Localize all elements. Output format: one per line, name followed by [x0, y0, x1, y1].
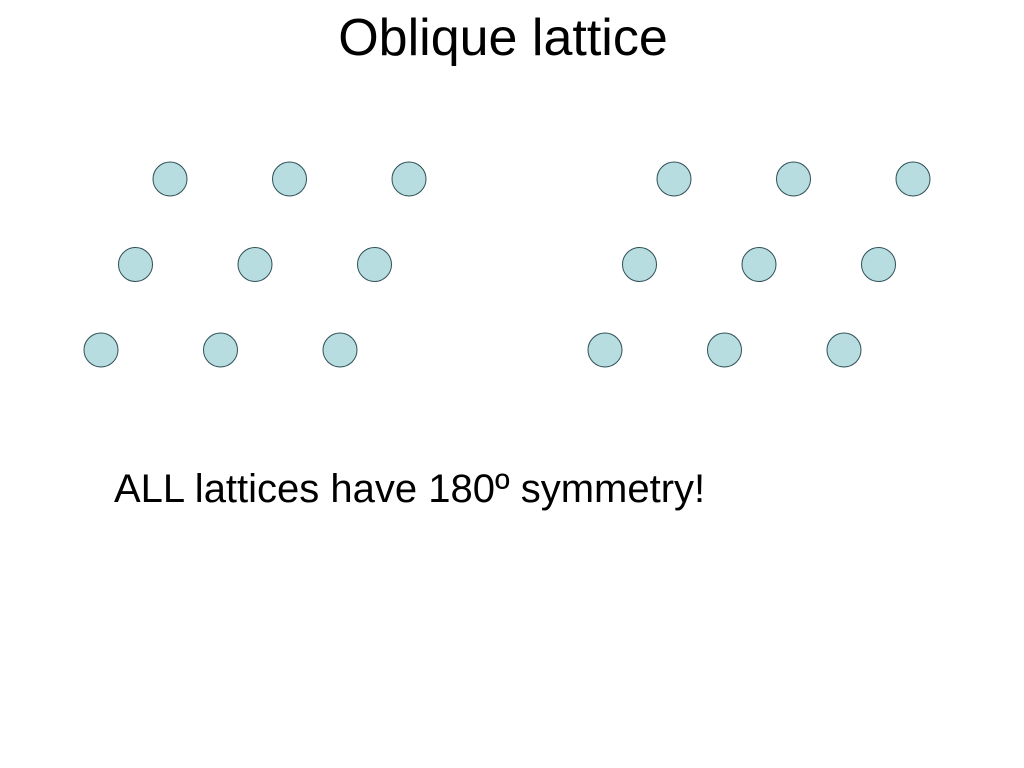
lattice-point-left-r3-c1 [83, 332, 119, 368]
lattice-point-left-r2-c3 [357, 247, 392, 282]
lattice-point-right-r2-c3 [861, 247, 896, 282]
lattice-point-right-r3-c3 [826, 332, 862, 368]
lattice-panel-right [587, 161, 931, 368]
lattice-point-left-r1-c2 [272, 161, 307, 197]
lattice-point-right-r2-c2 [741, 247, 777, 282]
lattice-point-left-r1-c3 [391, 161, 427, 197]
slide-title: Oblique lattice [338, 9, 668, 67]
lattice-point-right-r1-c2 [776, 161, 811, 197]
lattice-panel-left [83, 161, 427, 368]
lattice-point-left-r3-c3 [322, 332, 358, 368]
lattice-point-right-r3-c2 [707, 332, 742, 368]
lattice-point-left-r2-c1 [118, 247, 153, 282]
lattice-point-left-r1-c1 [152, 161, 188, 197]
lattice-point-right-r3-c1 [587, 332, 623, 368]
lattice-point-right-r1-c1 [656, 161, 692, 197]
symmetry-note: ALL lattices have 180º symmetry! [114, 467, 706, 511]
lattice-point-left-r2-c2 [237, 247, 273, 282]
lattice-point-left-r3-c2 [203, 332, 238, 368]
lattice-point-right-r2-c1 [622, 247, 657, 282]
lattice-point-right-r1-c3 [895, 161, 931, 197]
